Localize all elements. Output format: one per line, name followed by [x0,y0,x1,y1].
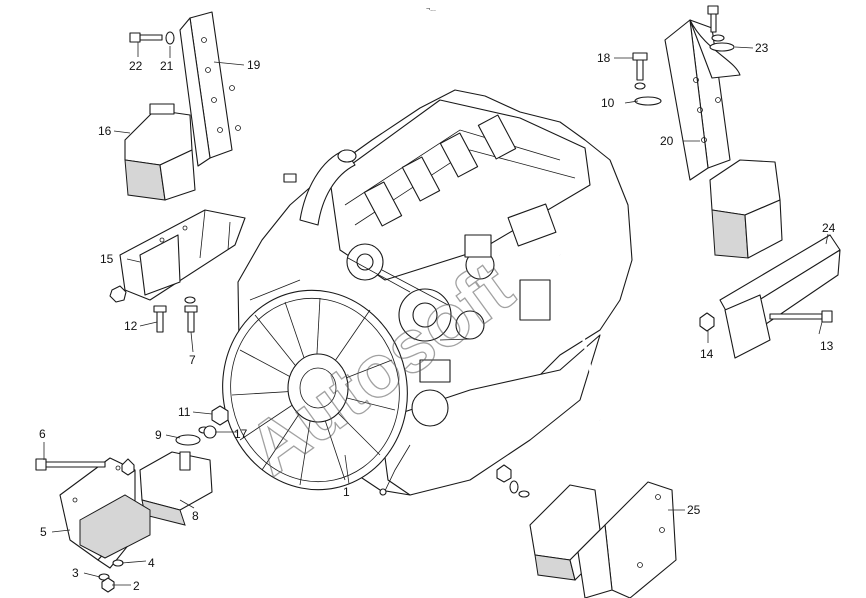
callout-19: 19 [247,58,261,72]
callout-11: 11 [178,405,191,419]
callout-6: 6 [39,427,46,441]
callout-25: 25 [687,503,701,517]
callout-13: 13 [820,339,834,353]
callout-22: 22 [129,59,143,73]
cooling-fan [222,289,408,491]
callout-9: 9 [155,428,162,442]
callout-10: 10 [601,96,615,110]
callout-4: 4 [148,556,155,570]
callout-20: 20 [660,134,674,148]
callout-12: 12 [124,319,138,333]
callout-24: 24 [822,221,836,235]
mount-front-right [632,5,841,359]
callout-8: 8 [192,509,199,523]
callout-15: 15 [100,252,114,266]
leader-lines [43,42,829,586]
mount-rear-left [35,405,229,593]
callout-2: 2 [133,579,140,593]
callout-7: 7 [189,353,196,367]
header-mark: ¬... [426,6,436,13]
callout-5: 5 [40,525,47,539]
callout-1: 1 [343,485,350,499]
mount-rear-right [496,464,677,598]
callout-17: 17 [234,427,248,441]
callout-18: 18 [597,51,611,65]
callout-23: 23 [755,41,769,55]
mount-front-left [109,11,246,333]
callouts: 1 2 3 4 5 6 7 8 9 10 11 12 13 14 15 16 1… [39,41,836,593]
callout-14: 14 [700,347,714,361]
callout-21: 21 [160,59,174,73]
callout-3: 3 [72,566,79,580]
callout-16: 16 [98,124,112,138]
